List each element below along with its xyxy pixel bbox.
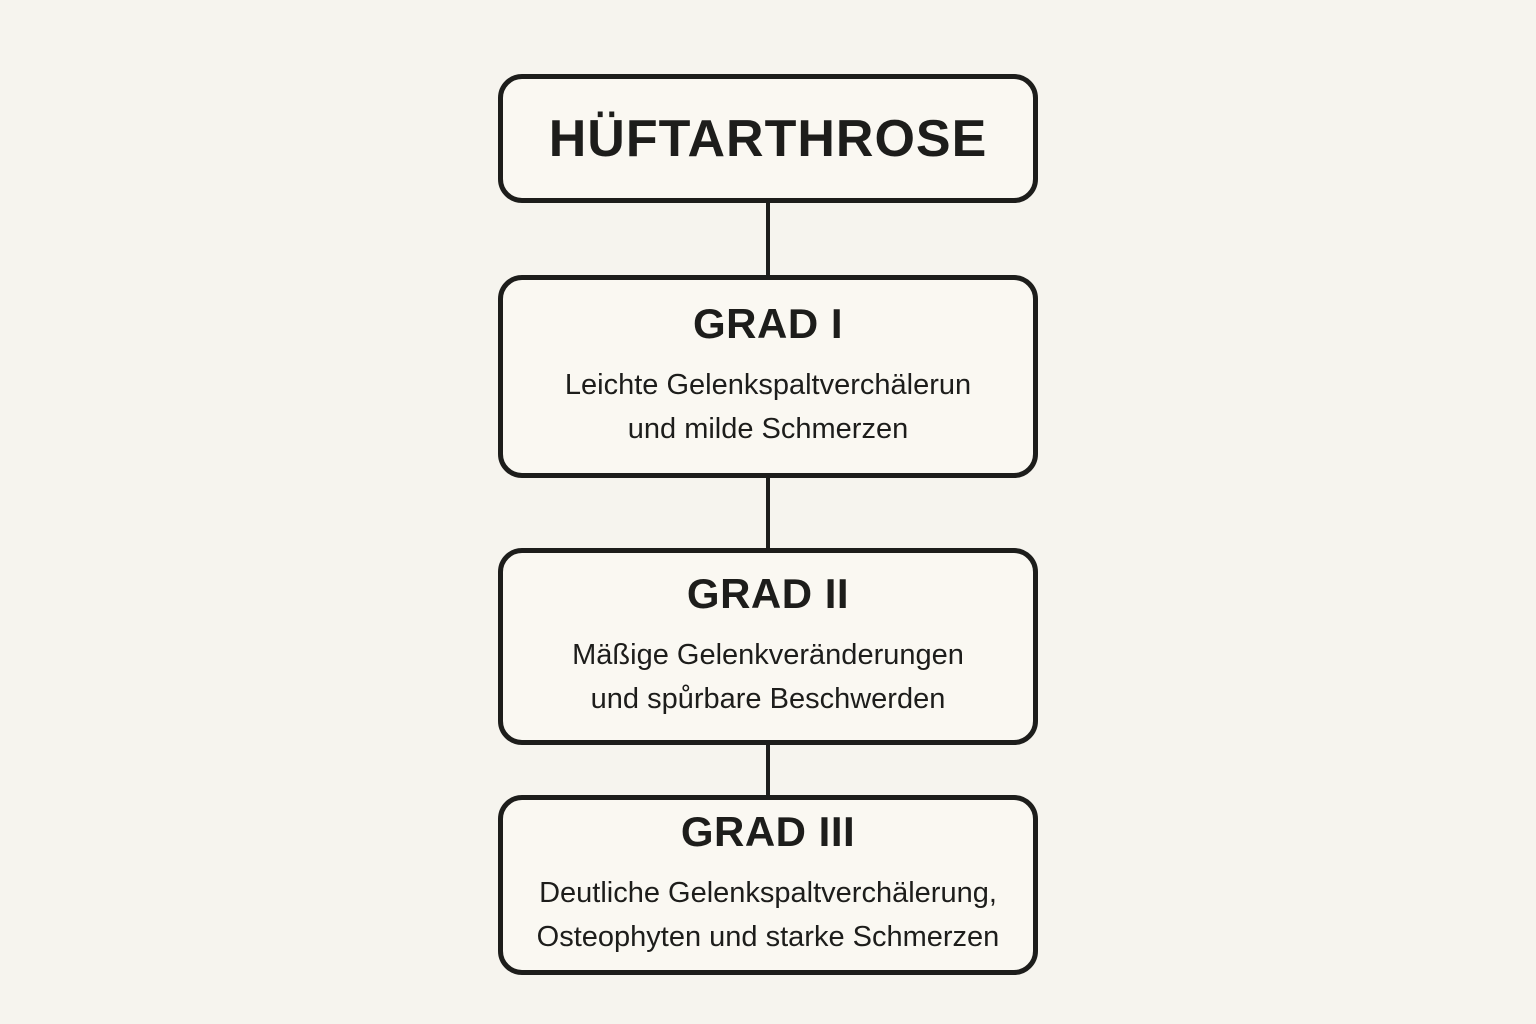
node-grad-2: GRAD II Mäßige Gelenkveränderungen und s… [498, 548, 1038, 745]
root-node-title: HÜFTARTHROSE [548, 109, 988, 168]
node-description-line: Deutliche Gelenkspaltverchälerung, [539, 877, 997, 909]
node-hueftarthrose: HÜFTARTHROSE [498, 74, 1038, 203]
node-description-line: Mäßige Gelenkveränderungen [572, 638, 964, 671]
node-description-line: Leichte Gelenkspaltverchälerun [564, 368, 972, 401]
node-description-line: Osteophyten und starke Schmerzen [536, 921, 1000, 953]
node-title: GRAD I [693, 299, 843, 347]
node-grad-3: GRAD III Deutliche Gelenkspaltverchäleru… [498, 795, 1038, 975]
node-description-line: und milde Schmerzen [627, 412, 909, 445]
connector-line [766, 745, 770, 795]
node-grad-1: GRAD I Leichte Gelenkspaltverchälerun un… [498, 275, 1038, 478]
connector-line [766, 203, 770, 275]
node-title: GRAD II [686, 569, 850, 617]
connector-line [766, 478, 770, 548]
node-description-line: und spůrbare Beschwerden [590, 682, 946, 715]
node-title: GRAD III [680, 808, 856, 855]
